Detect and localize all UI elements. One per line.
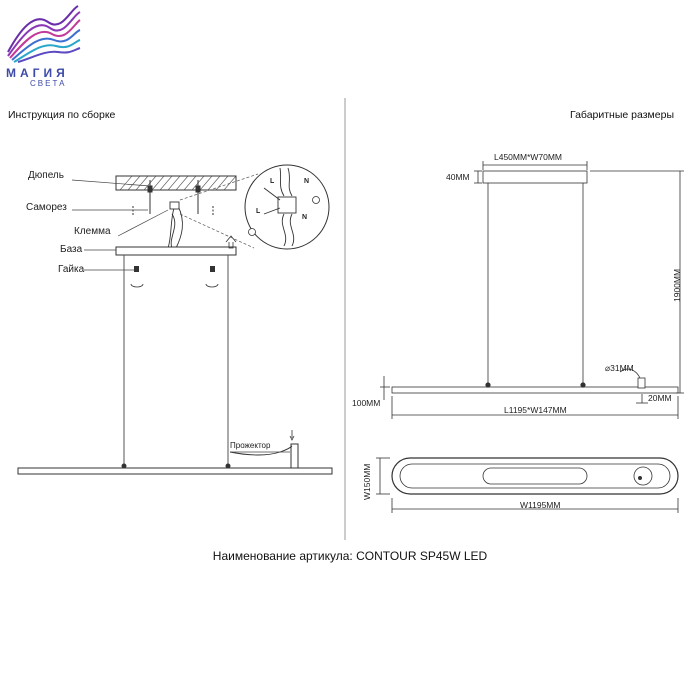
driver-box <box>290 443 299 469</box>
wire-mark-l2: L <box>256 208 261 215</box>
dim-top-length: W1195MM <box>520 500 561 510</box>
brand-name: МАГИЯ <box>6 66 69 80</box>
base-plate <box>115 246 237 256</box>
lamp-body-side <box>17 467 333 475</box>
dim-body-length: L1195*W147MM <box>504 405 567 415</box>
brand-tagline: СВЕТА <box>30 79 67 88</box>
wire-mark-l1: L <box>270 178 275 185</box>
dim-cable-dia: ⌀31MM <box>605 363 634 373</box>
wire-mark-n2: N <box>302 214 308 221</box>
label-driver: Прожектор <box>230 441 271 450</box>
canopy-rect <box>482 170 588 184</box>
dim-top-width: W150MM <box>362 463 372 500</box>
dim-canopy: L450MM*W70MM <box>494 152 563 162</box>
ceiling-block <box>115 175 237 191</box>
label-nut: Гайка <box>58 264 85 275</box>
wire-mark-n1: N <box>304 178 310 185</box>
dim-body-height: 100MM <box>352 398 381 408</box>
body-side-rect <box>391 386 679 394</box>
top-view-canopy <box>482 467 588 485</box>
label-terminal: Клемма <box>74 226 111 237</box>
label-dowel: Дюпель <box>28 170 64 181</box>
dim-end-height: 20MM <box>648 393 672 403</box>
label-base: База <box>60 244 83 255</box>
dim-total-height: 1900MM <box>672 268 682 302</box>
label-screw: Саморез <box>26 202 67 213</box>
dim-canopy-height: 40MM <box>446 172 470 182</box>
logo-wave-graphic <box>7 5 81 63</box>
assembly-title: Инструкция по сборке <box>8 109 116 121</box>
wire-bundle <box>167 201 183 249</box>
dimensions-title: Габаритные размеры <box>570 109 674 121</box>
article-caption: Наименование артикула: CONTOUR SP45W LED <box>212 549 488 563</box>
